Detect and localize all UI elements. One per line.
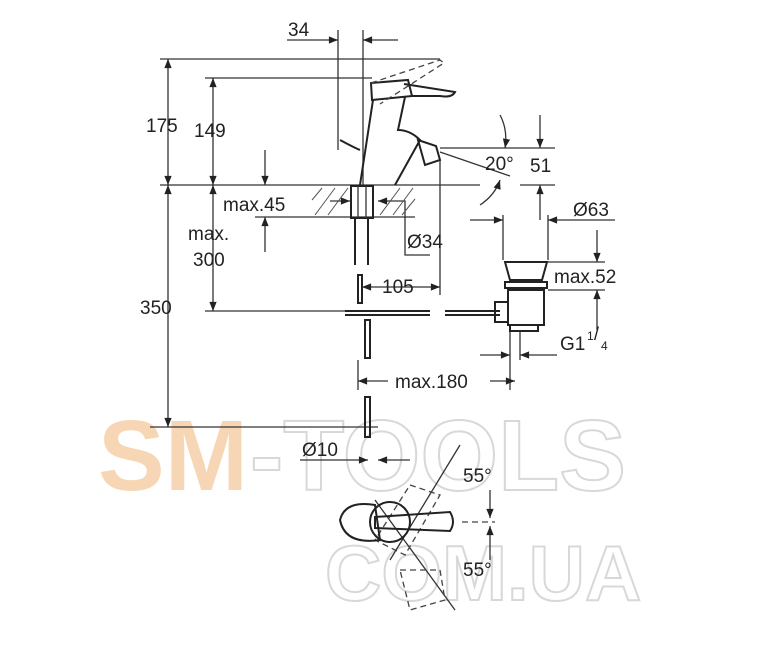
dim-total-height: 175 — [146, 116, 178, 137]
dim-lever-angle-top: 55° — [463, 466, 492, 487]
watermark-domain: COM.UA — [325, 529, 641, 617]
drain-assembly — [494, 261, 549, 332]
dim-thread-num: 1 — [587, 329, 594, 343]
dim-spout-angle: 20° — [485, 154, 514, 175]
dim-thread-den: 4 — [601, 339, 608, 353]
dimension-labels: 34 175 149 max.45 max. 300 350 105 Ø34 2… — [140, 20, 616, 581]
dim-drain-height: max.52 — [554, 267, 616, 288]
dim-supply-depth: 350 — [140, 298, 172, 319]
fraction-slash: / — [594, 324, 599, 344]
watermark-tools: -TOOLS — [250, 400, 626, 512]
dim-spout-reach: 105 — [382, 277, 414, 298]
dim-body-height: 149 — [194, 121, 226, 142]
dim-drain-diameter: Ø63 — [573, 200, 609, 221]
dim-hole-diameter: Ø34 — [407, 232, 443, 253]
watermark-accent: SM — [98, 400, 248, 512]
dim-lever-angle-bottom: 55° — [463, 560, 492, 581]
dimension-lines — [164, 36, 615, 464]
dim-spout-offset: 34 — [288, 20, 310, 41]
dim-max-hose-value: 300 — [193, 250, 225, 271]
dim-max-hose-line: max. — [188, 224, 229, 245]
deck-section — [311, 185, 416, 219]
watermark: SM -TOOLS COM.UA — [98, 399, 642, 618]
dim-max-rod: max.180 — [395, 372, 468, 393]
dim-rod-diameter: Ø10 — [302, 440, 338, 461]
dim-spout-height: 51 — [530, 156, 551, 177]
dim-drain-thread: G1 — [560, 334, 585, 355]
lever-top-view — [338, 444, 495, 611]
dim-max-deck: max.45 — [223, 195, 285, 216]
faucet-side-view — [339, 59, 500, 438]
